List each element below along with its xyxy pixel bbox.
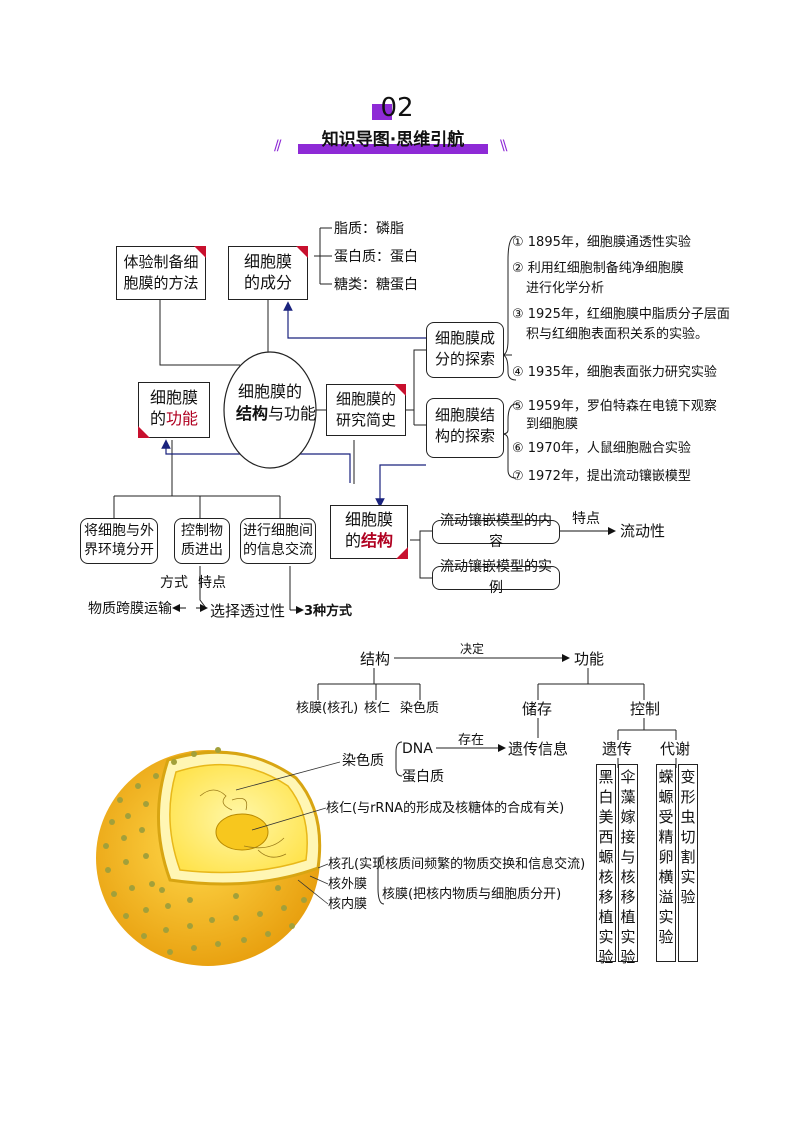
comp-explore-item-4: ④ 1935年，细胞表面张力研究实验 (512, 365, 717, 380)
label-nucleolus: 核仁(与rRNA的形成及核糖体的合成有关) (326, 801, 565, 816)
nucleus-metabolism: 代谢 (660, 740, 691, 758)
structure-example-box: 流动镶嵌模型的实例 (432, 559, 560, 596)
label-outer-membrane: 核外膜 (328, 877, 368, 892)
function-box: 细胞膜 的功能 (138, 382, 210, 438)
nucleus-part-nucleolus: 核仁 (364, 701, 391, 716)
nucleus-dna: DNA (402, 741, 433, 757)
experiment-acetabularia: 伞藻嫁接与核移植实验 (618, 764, 638, 966)
composition-exploration-title: 细胞膜成分的探索 (434, 329, 495, 368)
function-title-c: 功能 (166, 409, 199, 428)
structure-title-c: 结构 (361, 531, 394, 550)
nucleus-function: 功能 (574, 650, 605, 668)
structure-content-box: 流动镶嵌模型的内容 (432, 513, 560, 550)
title-banner-bar (298, 144, 488, 154)
label-nuclear-envelope: 核膜(把核内物质与细胞质分开) (382, 887, 562, 902)
nucleus-decide: 决定 (460, 642, 485, 656)
comp-explore-item-3-cont: 积与红细胞表面积关系的实验。 (526, 327, 709, 342)
function-item-separate: 将细胞与外界环境分开 (80, 518, 158, 564)
experiment-salamander: 黑白美西螈核移植实验 (596, 764, 616, 966)
function-item-communication-label: 进行细胞间的信息交流 (243, 523, 313, 558)
slash-right-decoration: \\ (500, 138, 508, 154)
center-topic-structure: 结构 (235, 404, 268, 423)
function-sub-selective: 选择透过性 (210, 602, 286, 620)
nucleus-part-chromatin: 染色质 (400, 701, 440, 716)
function-sub-mode: 方式 (160, 575, 188, 591)
structure-feature-label: 特点 (572, 511, 600, 527)
title-banner: 知识导图·思维引航 (288, 128, 498, 154)
function-title-b: 的 (149, 409, 166, 428)
method-label: 体验制备细胞膜的方法 (123, 253, 199, 292)
structure-exploration-title: 细胞膜结构的探索 (434, 406, 495, 445)
label-inner-membrane: 核内膜 (328, 897, 368, 912)
composition-item-lipid: 脂质：磷脂 (334, 221, 404, 237)
structure-example-label: 流动镶嵌模型的实例 (440, 559, 552, 596)
nucleus-chromatin-label: 染色质 (342, 753, 384, 769)
struct-explore-item-5: ⑤ 1959年，罗伯特森在电镜下观察 (512, 399, 717, 414)
composition-title-b: 的成分 (243, 273, 292, 292)
slash-left-decoration: // (274, 138, 282, 154)
number-accent-bar (372, 104, 392, 120)
function-item-separate-label: 将细胞与外界环境分开 (84, 523, 154, 558)
struct-explore-item-5-cont: 到细胞膜 (526, 417, 579, 432)
function-item-control-label: 控制物质进出 (181, 523, 223, 558)
center-topic-function: 与功能 (268, 404, 317, 423)
comp-explore-item-2: ② 利用红细胞制备纯净细胞膜 (512, 261, 684, 276)
function-item-communication: 进行细胞间的信息交流 (240, 518, 316, 564)
structure-feature-value: 流动性 (620, 522, 666, 540)
cell-illustration (96, 747, 341, 966)
structure-content-label: 流动镶嵌模型的内容 (440, 513, 552, 550)
nucleus-storage: 储存 (522, 700, 553, 718)
nucleus-genetic-info: 遗传信息 (508, 740, 569, 758)
function-sub-three: 3种方式 (304, 604, 353, 619)
composition-title-a: 细胞膜 (243, 252, 292, 271)
history-label: 细胞膜的研究简史 (335, 390, 396, 429)
composition-exploration-box: 细胞膜成分的探索 (426, 322, 504, 378)
method-box: 体验制备细胞膜的方法 (116, 246, 206, 300)
experiment-amoeba: 变形虫切割实验 (678, 764, 698, 962)
function-sub-transport: 物质跨膜运输 (88, 601, 172, 617)
page-title: 知识导图·思维引航 (321, 130, 465, 150)
function-item-control: 控制物质进出 (174, 518, 230, 564)
comp-explore-item-1: ① 1895年，细胞膜通透性实验 (512, 235, 691, 250)
struct-explore-item-7: ⑦ 1972年，提出流动镶嵌模型 (512, 469, 691, 484)
comp-explore-item-3: ③ 1925年，红细胞膜中脂质分子层面 (512, 307, 730, 322)
struct-explore-item-6: ⑥ 1970年，人鼠细胞融合实验 (512, 441, 691, 456)
nucleus-part-envelope: 核膜(核孔) (296, 701, 359, 716)
structure-exploration-box: 细胞膜结构的探索 (426, 398, 504, 458)
comp-explore-item-2-cont: 进行化学分析 (526, 281, 605, 296)
nucleus-structure: 结构 (360, 650, 391, 668)
function-title-a: 细胞膜 (149, 388, 198, 407)
history-box: 细胞膜的研究简史 (326, 384, 406, 436)
center-topic-line1: 细胞膜的 (237, 382, 302, 401)
nucleus-heredity: 遗传 (602, 740, 633, 758)
structure-title-b: 的 (344, 531, 361, 550)
label-nuclear-pore: 核孔(实现核质间频繁的物质交换和信息交流) (328, 857, 586, 872)
function-sub-feature: 特点 (198, 575, 226, 591)
nucleus-control: 控制 (630, 700, 661, 718)
composition-item-sugar: 糖类：糖蛋白 (334, 277, 418, 293)
experiment-newt: 蝾螈受精卵横溢实验 (656, 764, 676, 962)
nucleus-protein: 蛋白质 (402, 769, 444, 785)
structure-box: 细胞膜 的结构 (330, 505, 408, 559)
section-number: 02 (380, 93, 414, 123)
nucleus-exist: 存在 (458, 733, 485, 748)
structure-title-a: 细胞膜 (344, 510, 393, 529)
composition-box: 细胞膜 的成分 (228, 246, 308, 300)
composition-item-protein: 蛋白质：蛋白 (334, 249, 418, 265)
